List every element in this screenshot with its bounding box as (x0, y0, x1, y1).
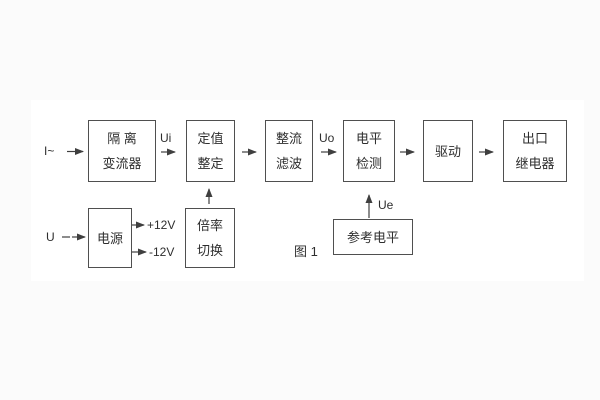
block-line: 隔 离 (107, 131, 137, 146)
block-line: 整流 (275, 131, 302, 146)
block-line: 滤波 (275, 156, 302, 171)
block-line: 参考电平 (346, 229, 399, 245)
label-minus12v: -12V (149, 245, 175, 259)
block-isolation-transformer: 隔 离 变流器 (88, 120, 156, 182)
label-uo: Uo (319, 131, 335, 145)
block-drive: 驱动 (423, 120, 473, 182)
block-ratio-switch: 倍率 切换 (185, 208, 235, 268)
block-level-detect: 电平 检测 (343, 120, 395, 182)
block-line: 倍率 (196, 218, 223, 234)
block-line: 切换 (196, 242, 223, 258)
label-input-current: I~ (44, 144, 55, 158)
block-rectifier-filter: 整流 滤波 (265, 120, 313, 182)
block-reference-level: 参考电平 (333, 219, 413, 255)
block-line: 变流器 (102, 156, 142, 171)
block-line: 驱动 (434, 143, 461, 159)
block-line: 定值 (197, 131, 224, 146)
block-power-supply: 电源 (88, 208, 132, 268)
label-plus12v: +12V (147, 218, 176, 232)
block-output-relay: 出口 继电器 (503, 120, 567, 182)
block-line: 电平 (355, 131, 382, 146)
figure-caption: 图 1 (294, 244, 318, 259)
block-line: 整定 (197, 156, 224, 171)
block-line: 检测 (355, 156, 382, 171)
block-line: 继电器 (515, 156, 555, 171)
label-ui: Ui (160, 131, 172, 145)
label-input-voltage: U (46, 230, 55, 244)
block-setpoint-adjust: 定值 整定 (186, 120, 235, 182)
label-ue: Ue (378, 198, 394, 212)
block-line: 出口 (521, 131, 548, 146)
block-line: 电源 (96, 230, 123, 246)
